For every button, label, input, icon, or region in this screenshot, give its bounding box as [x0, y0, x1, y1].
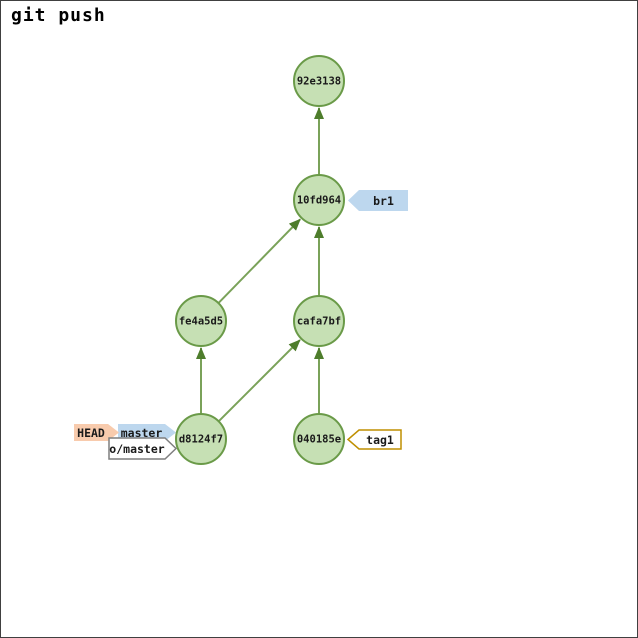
commit-id-label: 92e3138: [297, 76, 341, 88]
commit-node-d8124f7: [175, 413, 227, 465]
ref-label-text-head: HEAD: [77, 426, 105, 440]
ref-label-remote-o-master: [108, 437, 178, 460]
ref-label-text-tag-tag1: tag1: [366, 433, 394, 447]
ref-label-text-branch-br1: br1: [373, 194, 394, 208]
commit-id-label: 040185e: [297, 434, 341, 446]
commit-node-cafa7bf: [293, 295, 345, 347]
commit-id-label: cafa7bf: [297, 316, 341, 328]
ref-label-head: [74, 424, 119, 441]
commit-node-fe4a5d5: [175, 295, 227, 347]
ref-label-text-remote-o-master: o/master: [109, 442, 164, 456]
ref-label-text-branch-master: master: [121, 426, 163, 440]
commit-id-label: d8124f7: [179, 434, 223, 446]
commit-edge-fe4a5d5-to-10fd964: [217, 218, 301, 304]
commit-node-040185e: [293, 413, 345, 465]
commit-edge-d8124f7-to-cafa7bf: [217, 339, 301, 423]
commit-node-92e3138: [293, 55, 345, 107]
slide-title: git push: [11, 5, 106, 26]
ref-label-tag-tag1: [346, 429, 402, 450]
commit-node-10fd964: [293, 174, 345, 226]
commit-id-label: 10fd964: [297, 195, 341, 207]
ref-label-branch-master: [118, 424, 176, 441]
commit-id-label: fe4a5d5: [179, 316, 223, 328]
ref-label-branch-br1: [348, 190, 408, 211]
